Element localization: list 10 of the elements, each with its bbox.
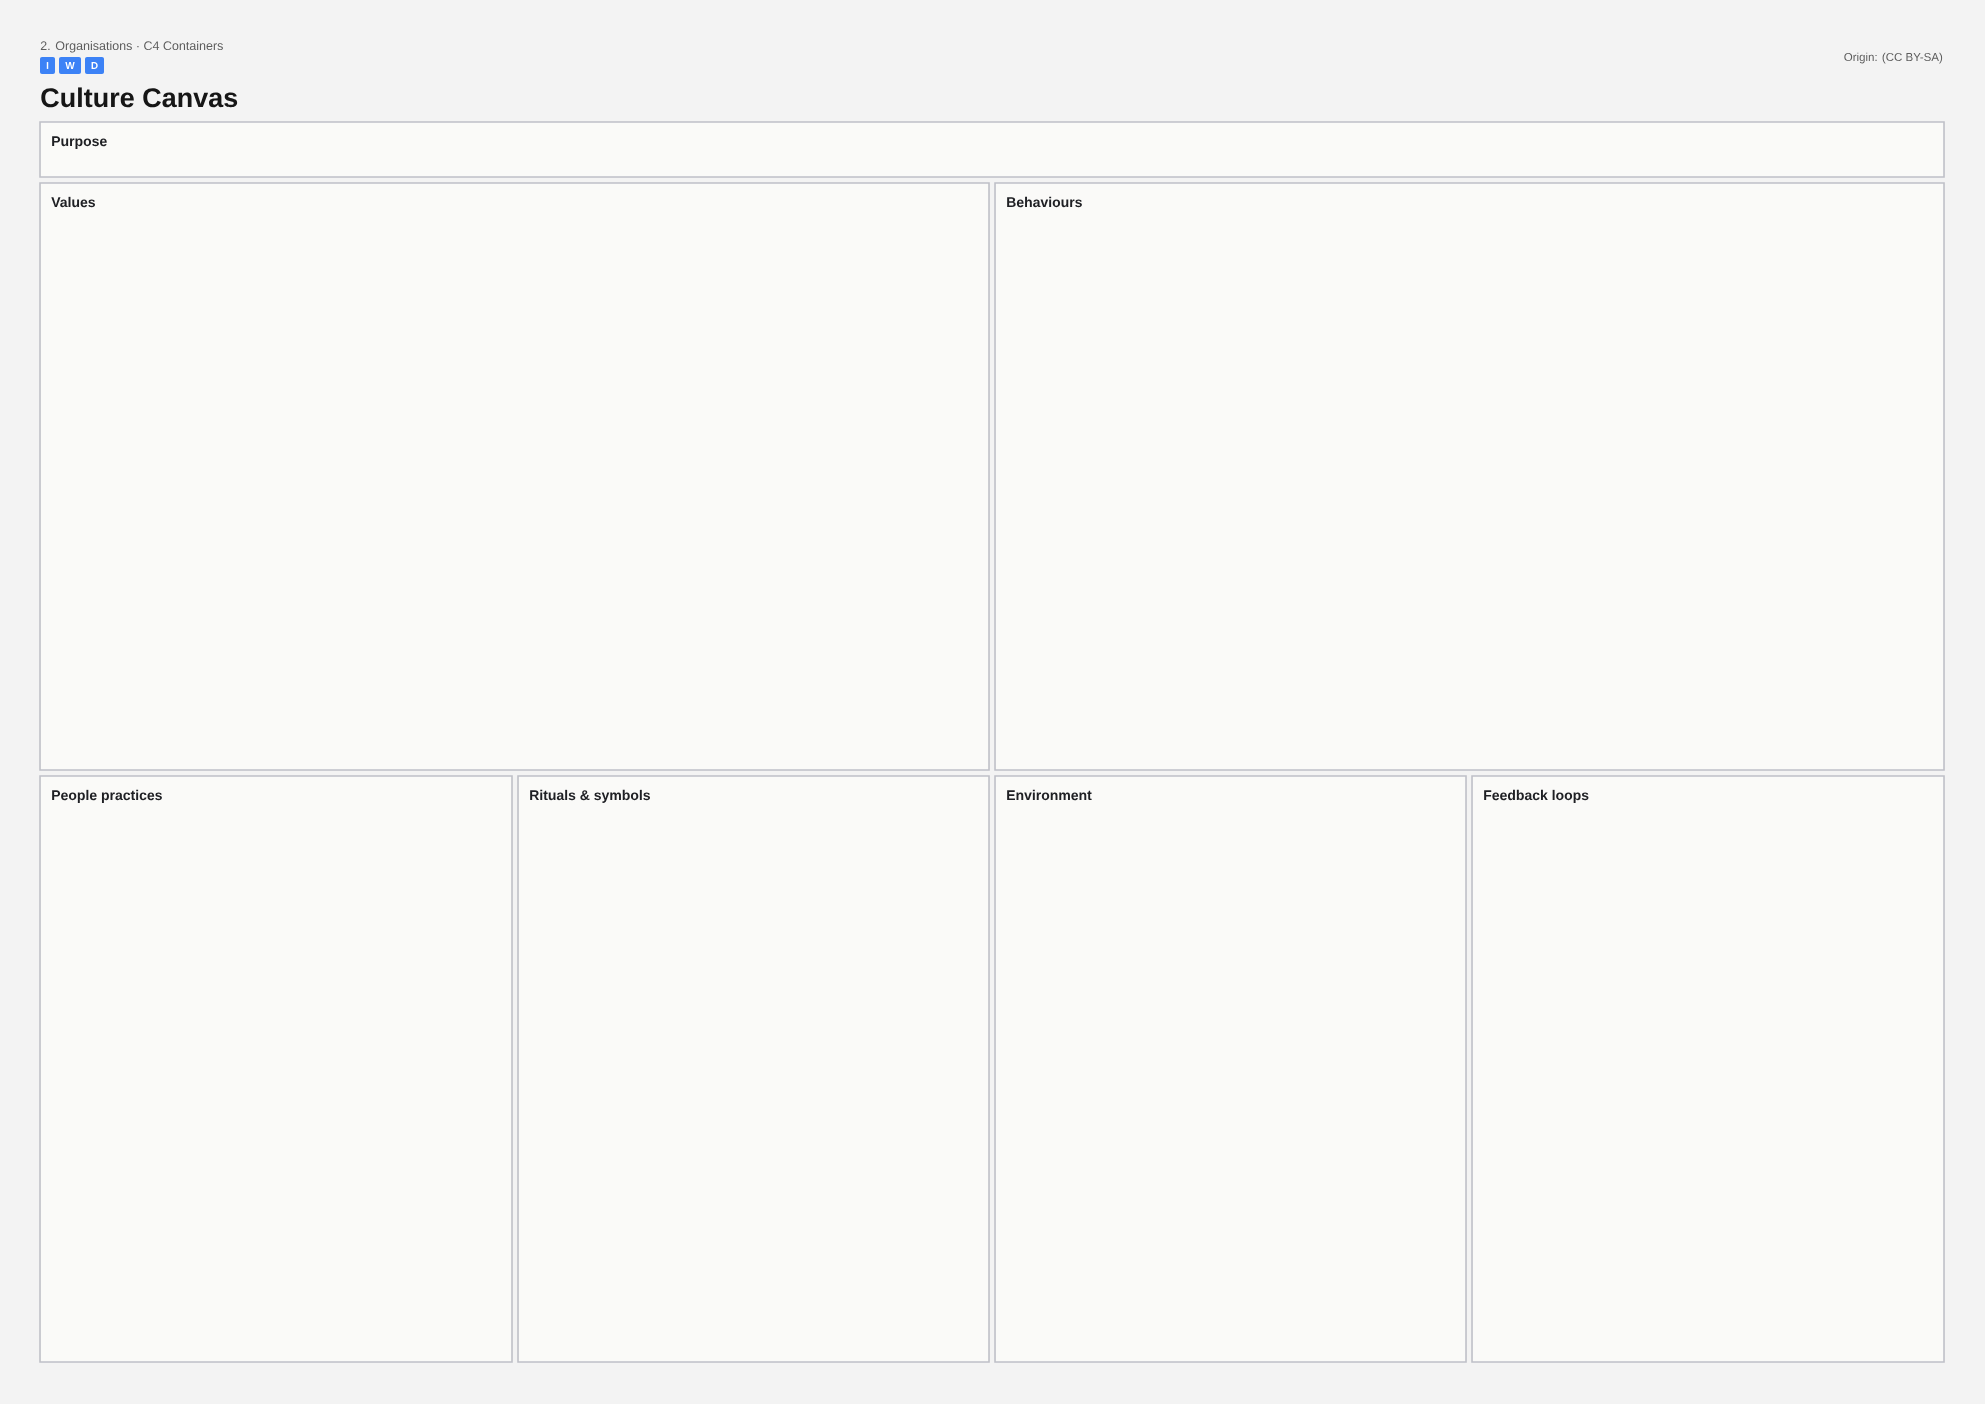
canvas-panel: Rituals & symbols [517, 775, 990, 1363]
canvas-panel: People practices [39, 775, 513, 1363]
canvas-panel: Values [39, 182, 990, 771]
page-title: Culture Canvas [41, 87, 238, 108]
canvas-panel: Behaviours [994, 182, 1945, 771]
source-note: Origin: (CC BY-SA) [1844, 52, 1943, 64]
breadcrumb: 2. Organisations · C4 Containers [40, 40, 223, 53]
canvas-panel: Feedback loops [1471, 775, 1945, 1363]
canvas-panel: Environment [994, 775, 1467, 1363]
canvas-panel: Purpose [39, 121, 1945, 178]
